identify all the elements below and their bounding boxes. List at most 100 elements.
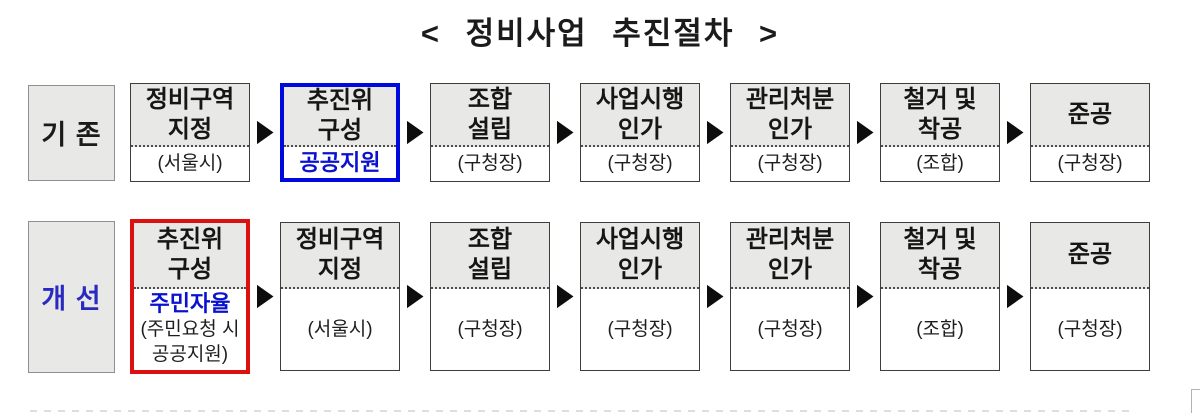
step-subtitle: (조합): [916, 153, 964, 174]
step-box-body: (구청장): [431, 147, 549, 181]
step-box-improved-4: 사업시행 인가 (구청장): [580, 222, 700, 371]
row-label-existing: 기 존: [28, 84, 115, 181]
step-box-improved-6: 철거 및 착공 (조합): [880, 222, 1000, 371]
arrow-right-icon: [706, 120, 724, 145]
step-title: 추진위 구성: [306, 87, 374, 144]
step-subtitle: (구청장): [607, 318, 673, 340]
step-subtitle: (서울시): [307, 318, 373, 340]
step-subtitle: (구청장): [457, 153, 523, 174]
step-note: (주민요청 시 공공지원): [140, 319, 240, 365]
step-box-header: 철거 및 착공: [881, 223, 999, 289]
arrow-cell: [400, 120, 430, 145]
arrow-cell: [1000, 284, 1030, 309]
step-box-improved-2: 정비구역 지정 (서울시): [280, 222, 400, 371]
row-label-text: 기 존: [41, 120, 102, 150]
step-subtitle: 주민자율: [149, 291, 231, 316]
step-box-body: 공공지원: [284, 147, 396, 178]
step-box-body: (구청장): [431, 289, 549, 370]
step-box-header: 추진위 구성: [284, 87, 396, 147]
arrow-cell: [550, 284, 580, 309]
step-title: 조합 설립: [467, 226, 513, 283]
step-box-existing-4: 사업시행 인가 (구청장): [580, 83, 700, 182]
arrow-right-icon: [1006, 284, 1024, 309]
step-box-header: 추진위 구성: [134, 223, 246, 289]
step-box-body: (구청장): [581, 289, 699, 370]
step-title: 조합 설립: [467, 85, 513, 143]
step-box-header: 관리처분 인가: [731, 223, 849, 289]
step-title: 철거 및 착공: [903, 226, 977, 283]
step-box-body: (조합): [881, 289, 999, 370]
arrow-cell: [250, 120, 280, 145]
page-title: < 정비사업 추진절차 >: [420, 16, 780, 51]
arrow-right-icon: [406, 284, 424, 309]
arrow-cell: [400, 284, 430, 309]
step-title: 사업시행 인가: [595, 226, 685, 283]
step-box-body: (서울시): [281, 289, 399, 370]
step-box-body: (구청장): [1031, 147, 1149, 181]
arrow-right-icon: [256, 120, 274, 145]
row-label-improved: 개 선: [28, 220, 115, 373]
step-subtitle: (구청장): [757, 318, 823, 340]
step-title: 정비구역 지정: [145, 85, 235, 143]
step-subtitle: (구청장): [1057, 153, 1123, 174]
arrow-right-icon: [406, 120, 424, 145]
step-box-body: (서울시): [131, 147, 249, 181]
step-title: 철거 및 착공: [903, 85, 977, 143]
arrow-cell: [1000, 120, 1030, 145]
step-title: 준공: [1067, 100, 1113, 128]
step-subtitle: (구청장): [757, 153, 823, 174]
step-box-header: 준공: [1031, 223, 1149, 289]
step-box-body: (조합): [881, 147, 999, 181]
arrow-cell: [850, 120, 880, 145]
arrow-right-icon: [556, 120, 574, 145]
step-title: 사업시행 인가: [595, 85, 685, 143]
cropped-text-artifact: [30, 410, 1135, 412]
step-box-header: 사업시행 인가: [581, 84, 699, 147]
step-box-existing-7: 준공 (구청장): [1030, 83, 1150, 182]
arrow-cell: [700, 120, 730, 145]
step-box-existing-5: 관리처분 인가 (구청장): [730, 83, 850, 182]
step-box-body: (구청장): [731, 147, 849, 181]
arrow-right-icon: [856, 120, 874, 145]
step-box-header: 정비구역 지정: [281, 223, 399, 289]
arrow-right-icon: [856, 284, 874, 309]
step-title: 추진위 구성: [156, 226, 224, 283]
arrow-right-icon: [556, 284, 574, 309]
step-subtitle: (구청장): [457, 318, 523, 340]
step-subtitle: (조합): [916, 318, 964, 340]
step-box-header: 사업시행 인가: [581, 223, 699, 289]
step-title: 관리처분 인가: [745, 226, 835, 283]
arrow-cell: [250, 284, 280, 309]
step-title: 정비구역 지정: [295, 226, 385, 283]
step-box-header: 조합 설립: [431, 223, 549, 289]
step-subtitle: (구청장): [607, 153, 673, 174]
arrow-right-icon: [706, 284, 724, 309]
step-subtitle: (서울시): [157, 153, 223, 174]
arrow-cell: [850, 284, 880, 309]
step-box-header: 정비구역 지정: [131, 84, 249, 147]
step-box-body: (구청장): [731, 289, 849, 370]
step-box-header: 관리처분 인가: [731, 84, 849, 147]
row-label-text: 개 선: [41, 284, 102, 314]
step-box-body: 주민자율 (주민요청 시 공공지원): [134, 289, 246, 370]
step-subtitle: (구청장): [1057, 318, 1123, 340]
step-box-header: 조합 설립: [431, 84, 549, 147]
step-box-existing-3: 조합 설립 (구청장): [430, 83, 550, 182]
step-box-header: 준공: [1031, 84, 1149, 147]
step-title: 준공: [1067, 241, 1113, 268]
step-box-header: 철거 및 착공: [881, 84, 999, 147]
arrow-cell: [550, 120, 580, 145]
cropped-box-corner: [1191, 389, 1200, 413]
step-box-improved-7: 준공 (구청장): [1030, 222, 1150, 371]
step-title: 관리처분 인가: [745, 85, 835, 143]
step-box-body: (구청장): [581, 147, 699, 181]
step-box-existing-6: 철거 및 착공 (조합): [880, 83, 1000, 182]
arrow-right-icon: [1006, 120, 1024, 145]
arrow-right-icon: [256, 284, 274, 309]
step-subtitle: 공공지원: [299, 149, 381, 175]
